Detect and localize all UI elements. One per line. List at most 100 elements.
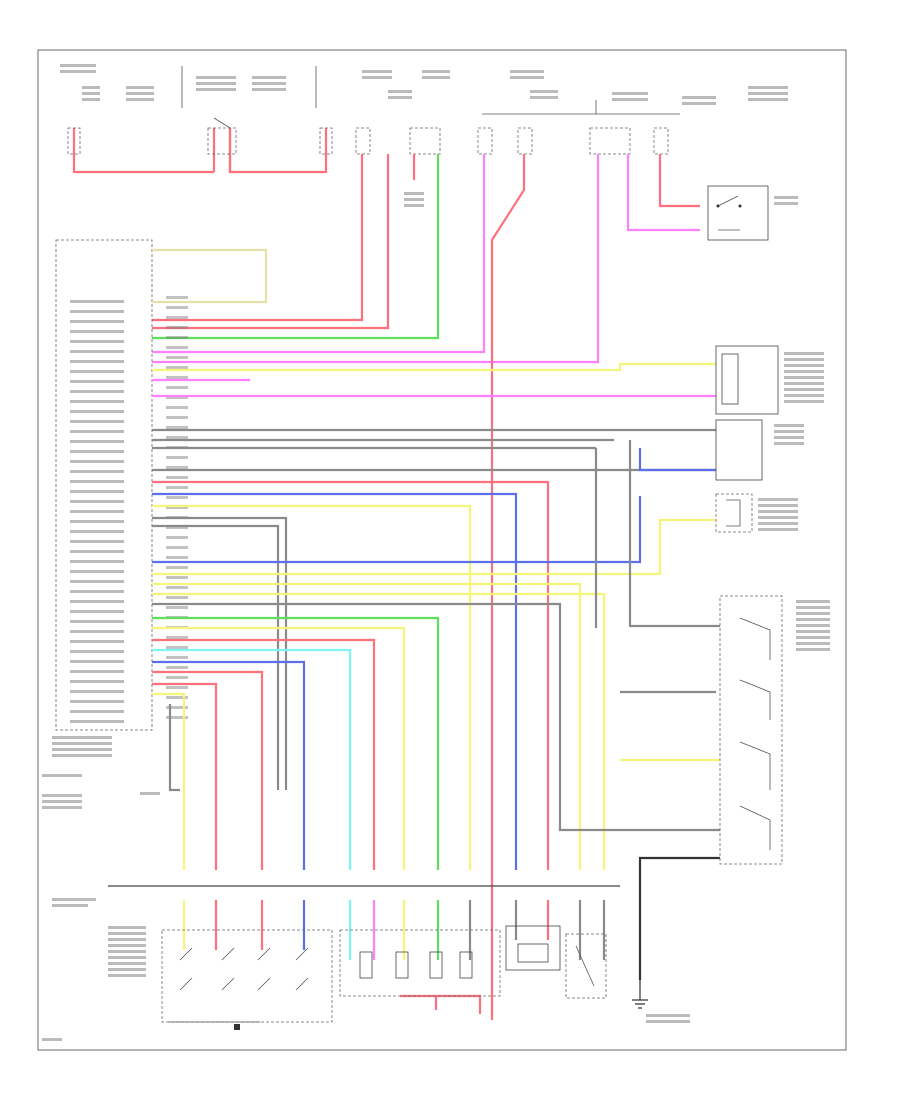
top-power-feed-wires: [67, 117, 333, 174]
speed-sensor: [505, 925, 607, 999]
wire-color-code: [166, 656, 188, 659]
signal-wires: [152, 362, 720, 980]
cluster-pin-label: [70, 600, 124, 603]
cluster-feed-wires: [152, 154, 700, 1020]
wire-color-code: [166, 716, 188, 719]
cluster-pin-label: [70, 610, 124, 613]
cluster-pin-label: [70, 570, 124, 573]
wire-color-code: [166, 466, 188, 469]
wire-color-code: [166, 296, 188, 299]
cluster-pin-label: [70, 550, 124, 553]
wire-color-code: [166, 496, 188, 499]
cluster-pin-label: [70, 420, 124, 423]
wire-color-code: [166, 606, 188, 609]
cluster-pin-label: [70, 720, 124, 723]
cluster-pin-label: [70, 310, 124, 313]
right-components: [715, 345, 824, 533]
wire-color-code: [166, 536, 188, 539]
wire-color-code: [166, 636, 188, 639]
cluster-pin-label: [70, 400, 124, 403]
cluster-pin-label: [70, 620, 124, 623]
cluster-pin-label: [70, 690, 124, 693]
cluster-pin-label: [70, 300, 124, 303]
wire-color-code: [166, 576, 188, 579]
wire-color-code: [166, 676, 188, 679]
bottom-left-labels: [42, 736, 160, 1041]
cluster-pin-label: [70, 370, 124, 373]
cluster-pin-label: [70, 320, 124, 323]
cluster-pin-label: [70, 540, 124, 543]
wire-color-code: [166, 586, 188, 589]
wire-color-code: [166, 326, 188, 329]
brake-switch: [707, 185, 798, 241]
cluster-pin-label: [70, 700, 124, 703]
ground-point: [632, 980, 690, 1023]
cluster-pin-label: [70, 340, 124, 343]
cluster-pin-label: [70, 430, 124, 433]
wire-color-code: [166, 336, 188, 339]
cluster-pin-label: [70, 660, 124, 663]
wire-color-code: [166, 426, 188, 429]
wire-color-code: [166, 566, 188, 569]
wire-color-code: [166, 596, 188, 599]
cluster-pin-label: [70, 410, 124, 413]
cluster-pin-label: [70, 460, 124, 463]
cluster-pin-label: [70, 490, 124, 493]
wire-color-code: [166, 666, 188, 669]
cluster-pin-label: [70, 590, 124, 593]
cluster-pin-label: [70, 350, 124, 353]
wire-color-code: [166, 486, 188, 489]
wire-color-code: [166, 416, 188, 419]
top-power-labels: [60, 64, 788, 105]
cluster-pin-label: [70, 480, 124, 483]
wire-color-code: [166, 526, 188, 529]
cluster-pin-label: [70, 670, 124, 673]
wire-color-code: [166, 546, 188, 549]
wire-color-code: [166, 386, 188, 389]
cluster-pin-label: [70, 510, 124, 513]
cluster-pin-label: [70, 640, 124, 643]
cluster-pin-label: [70, 360, 124, 363]
pressure-switch-bank: [161, 929, 333, 1030]
wire-color-code: [166, 356, 188, 359]
wire-color-code: [166, 706, 188, 709]
wire-color-code: [166, 346, 188, 349]
cluster-pin-label: [70, 500, 124, 503]
wire-color-code: [166, 396, 188, 399]
cluster-pin-label: [70, 390, 124, 393]
wire-color-code: [166, 456, 188, 459]
cluster-pin-label: [70, 530, 124, 533]
instrument-cluster: [55, 239, 268, 731]
wire-color-code: [166, 686, 188, 689]
cluster-pin-label: [70, 450, 124, 453]
wire-color-code: [166, 696, 188, 699]
cluster-pin-label: [70, 560, 124, 563]
cluster-pin-label: [70, 630, 124, 633]
cluster-pin-label: [70, 680, 124, 683]
wire-color-code: [166, 646, 188, 649]
cluster-pin-label: [70, 710, 124, 713]
wire-color-code: [166, 316, 188, 319]
bottom-stub-wires: [182, 900, 606, 1014]
cluster-pin-labels: [70, 296, 188, 723]
wire-color-code: [166, 406, 188, 409]
range-switch-assembly: [719, 595, 830, 865]
cluster-pin-label: [70, 470, 124, 473]
cluster-pin-label: [70, 330, 124, 333]
cluster-pin-label: [70, 520, 124, 523]
wire-color-code: [166, 556, 188, 559]
wire-color-code: [166, 506, 188, 509]
solenoid-group: [339, 929, 501, 997]
cluster-pin-label: [70, 440, 124, 443]
wire-color-code: [166, 366, 188, 369]
cluster-pin-label: [70, 380, 124, 383]
diagram-border: [37, 49, 847, 1051]
cluster-pin-label: [70, 580, 124, 583]
wire-color-code: [166, 306, 188, 309]
wire-color-code: [166, 376, 188, 379]
wire-color-code: [166, 436, 188, 439]
cluster-pin-label: [70, 650, 124, 653]
wire-color-code: [166, 476, 188, 479]
